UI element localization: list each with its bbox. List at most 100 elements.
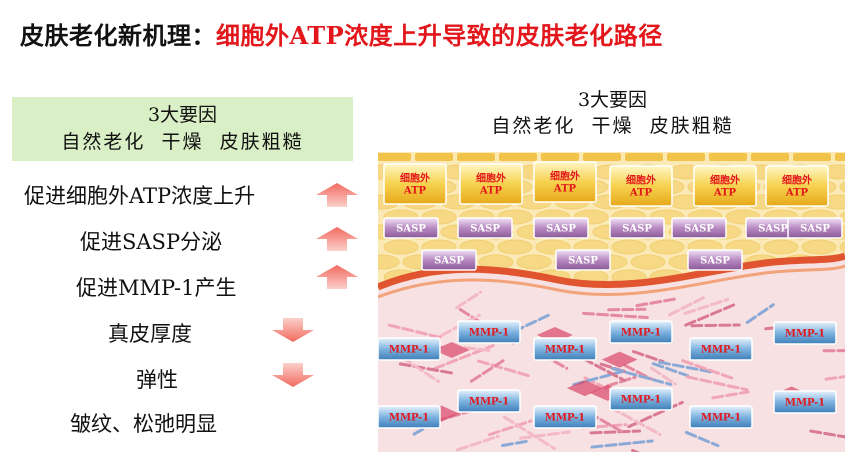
mmp1-label-label: MMP-1 (545, 413, 585, 424)
dermis-fiber (605, 375, 637, 388)
epidermis-cell (649, 239, 685, 255)
sasp-label: SASP (555, 249, 611, 271)
sasp-label-box (383, 217, 439, 239)
sasp-label: SASP (745, 217, 801, 239)
dermis-fiber (581, 357, 626, 382)
sasp-label-box (671, 217, 727, 239)
dermis-fiber (455, 290, 482, 310)
effect-wrinkles: 皱纹、松弛明显 (70, 412, 217, 436)
dermis-fiber (607, 307, 647, 312)
diagram-heading-items: 自然老化 干燥 皮肤粗糙 (491, 115, 734, 137)
mmp1-label: MMP-1 (378, 337, 441, 361)
dermis-fiber (650, 366, 677, 386)
epidermis-cell (839, 181, 845, 193)
sasp-label-box (533, 217, 589, 239)
effect-sasp: 促进SASP分泌 (80, 230, 223, 254)
dermis-fiber (631, 350, 665, 364)
dermis-fiber (519, 430, 571, 440)
stratum-brick (833, 152, 845, 163)
mmp1-label-label: MMP-1 (701, 345, 741, 356)
atp-label-label: 细胞外 (476, 172, 506, 185)
epidermis-cell (763, 239, 799, 255)
mmp1-label-box (773, 390, 837, 414)
dermis-fiber (398, 362, 454, 375)
atp-label: 细胞外ATP (383, 163, 447, 205)
stratum-brick (455, 152, 497, 163)
sasp-label-label: SASP (684, 224, 714, 235)
title-prefix: 皮肤老化新机理： (20, 21, 216, 50)
atp-label: 细胞外ATP (609, 165, 673, 207)
dermis-fiber (476, 359, 531, 378)
sasp-label: SASP (671, 217, 727, 239)
dermis-fiber (590, 439, 654, 449)
dermis-fiber (463, 346, 493, 353)
dermis-fiber (608, 405, 662, 436)
dermis-fiber (487, 419, 533, 437)
mmp1-label-label: MMP-1 (469, 328, 509, 339)
dermis-fiber (681, 359, 737, 381)
mmp1-label-box (609, 320, 673, 344)
down-arrow-icon (272, 318, 314, 342)
mmp1-label-box (689, 405, 753, 429)
mmp1-label-box (533, 405, 597, 429)
mmp1-label-box (773, 321, 837, 345)
sasp-label: SASP (609, 217, 665, 239)
dermis-fiber (456, 434, 500, 452)
mmp1-label: MMP-1 (533, 337, 597, 361)
mmp1-label-label: MMP-1 (785, 329, 825, 340)
mmp1-label-box (378, 337, 441, 361)
dermis-fiber (635, 297, 676, 308)
sasp-label: SASP (787, 217, 843, 239)
sasp-label-label: SASP (546, 224, 576, 235)
sasp-label-label: SASP (434, 256, 464, 267)
page-title: 皮肤老化新机理：细胞外ATP浓度上升导致的皮肤老化路径 (20, 16, 663, 51)
atp-label-label: 细胞外 (550, 170, 580, 183)
dermis-fiber (611, 367, 673, 386)
mmp1-label-label: MMP-1 (389, 413, 429, 424)
atp-label-label: 细胞外 (400, 172, 430, 185)
dermis-fiber (683, 297, 730, 315)
sasp-label-box (457, 217, 513, 239)
up-arrow-icon (316, 227, 358, 251)
atp-label-box (533, 161, 597, 203)
mmp1-label-label: MMP-1 (785, 398, 825, 409)
mmp1-label-label: MMP-1 (389, 345, 429, 356)
stratum-brick (497, 152, 539, 163)
atp-label-label: ATP (553, 184, 577, 195)
mmp1-label: MMP-1 (457, 320, 521, 344)
mmp1-label-box (533, 337, 597, 361)
mmp1-label-label: MMP-1 (701, 413, 741, 424)
fibroblast-cell (433, 341, 470, 358)
mmp1-label: MMP-1 (689, 337, 753, 361)
epidermis-cell (611, 239, 647, 255)
effect-dermis-thickness: 真皮厚度 (108, 322, 192, 346)
atp-label-box (693, 165, 757, 207)
stratum-brick (707, 152, 749, 163)
dermis-fiber (667, 294, 708, 317)
sasp-label-box (609, 217, 665, 239)
epidermis-cell (801, 239, 837, 255)
factors-box: 3大要因 自然老化 干燥 皮肤粗糙 (12, 97, 353, 161)
sasp-label: SASP (457, 217, 513, 239)
up-arrow-icon (316, 183, 358, 207)
factors-heading: 3大要因 (147, 104, 218, 126)
atp-label-label: ATP (629, 188, 653, 199)
mmp1-label-label: MMP-1 (621, 328, 661, 339)
atp-label-box (609, 165, 673, 207)
dermis-fiber (387, 323, 443, 340)
mmp1-label-label: MMP-1 (545, 345, 585, 356)
sasp-label-label: SASP (800, 224, 830, 235)
mmp1-label: MMP-1 (773, 321, 837, 345)
diagram-heading: 3大要因 自然老化 干燥 皮肤粗糙 (380, 87, 845, 139)
mmp1-label-label: MMP-1 (621, 395, 661, 406)
mmp1-label: MMP-1 (689, 405, 753, 429)
dermis-fiber (684, 430, 720, 448)
sasp-label: SASP (383, 217, 439, 239)
dermis-fiber (745, 303, 775, 324)
dermis-fiber (651, 362, 690, 378)
effect-mmp1: 促进MMP-1产生 (76, 276, 237, 300)
mmp1-label-label: MMP-1 (469, 397, 509, 408)
mmp1-label: MMP-1 (773, 390, 837, 414)
stratum-brick (413, 152, 455, 163)
